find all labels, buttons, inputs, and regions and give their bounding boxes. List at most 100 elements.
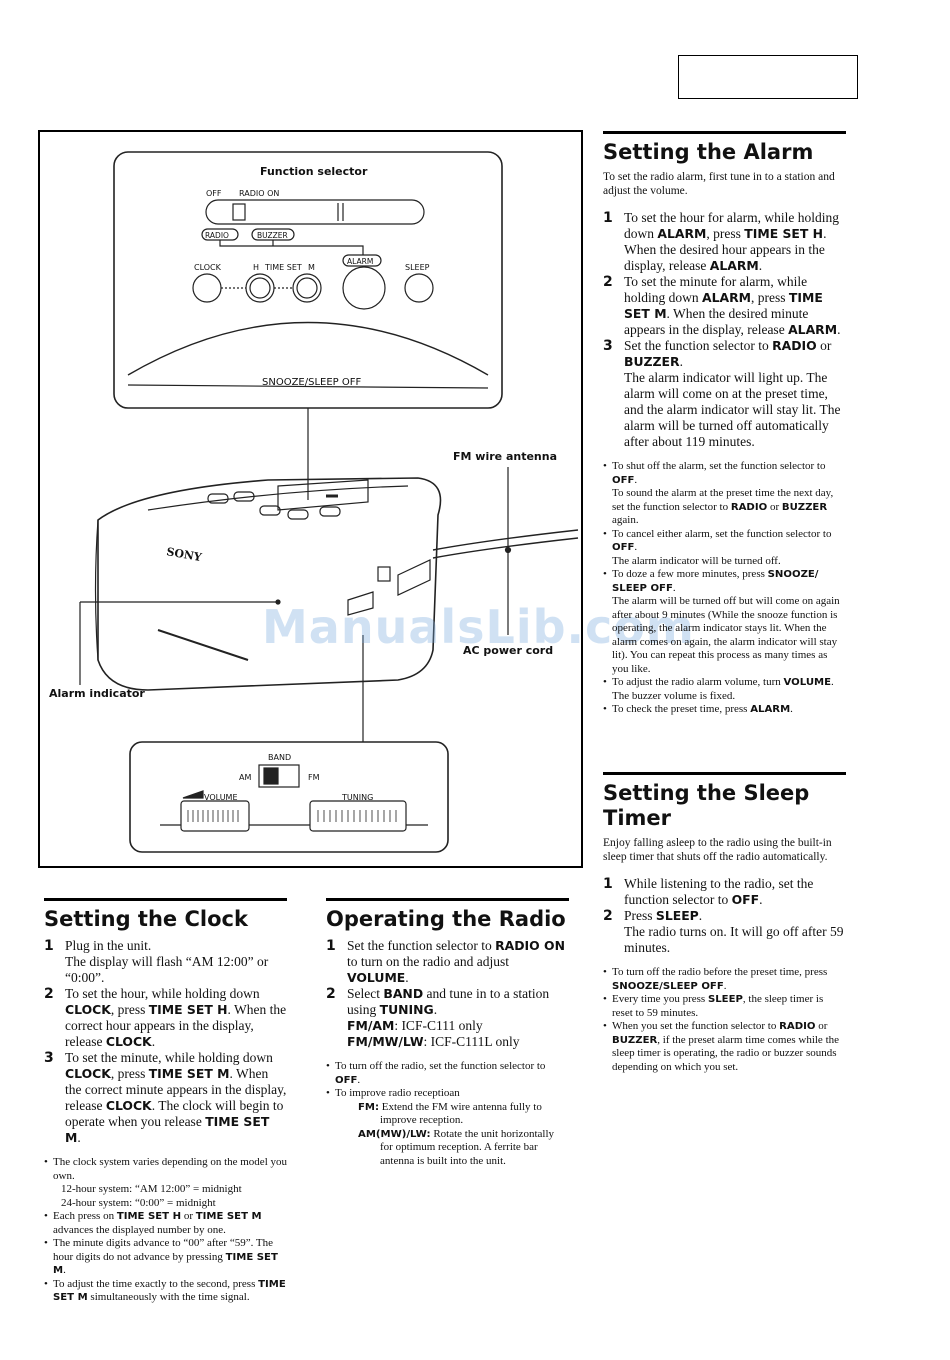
note-item: To turn off the radio, set the function … (326, 1060, 569, 1087)
section-rule (603, 131, 846, 134)
text-run: . (831, 676, 834, 688)
note-item: To turn off the radio before the preset … (603, 966, 846, 993)
bold-term: TIME SET H (148, 1002, 228, 1017)
radio-label: RADIO (205, 231, 229, 240)
bold-term: OFF (612, 542, 635, 553)
note-item: Every time you press SLEEP, the sleep ti… (603, 993, 846, 1020)
bold-term: CLOCK (105, 1034, 152, 1049)
text-run: . (63, 1264, 66, 1276)
text-run: To improve radio receptioan (335, 1087, 460, 1099)
text-run: Select (347, 986, 384, 1001)
clock-notes: The clock system varies depending on the… (44, 1156, 287, 1305)
text-run: to turn on the radio and adjust (347, 954, 509, 969)
alarm-title: Setting the Alarm (603, 140, 814, 164)
text-run: To doze a few more minutes, press (612, 568, 768, 580)
text-run: . When the correct minute appears in the… (65, 1066, 287, 1113)
radio-on-label: RADIO ON (239, 189, 279, 198)
text-run: The alarm indicator will be turned off. (612, 554, 781, 567)
bold-term: TIME SET H (744, 226, 824, 241)
text-run: . (723, 979, 727, 992)
text-run: or (815, 1020, 828, 1032)
text-run: Rotate the unit horizontally for optimum… (380, 1127, 554, 1167)
clock-title: Setting the Clock (44, 907, 248, 931)
text-run: or (767, 500, 782, 513)
text-run: To set the minute, while holding down (65, 1050, 273, 1065)
tuning-label: TUNING (341, 793, 373, 802)
text-run: , if the preset alarm time comes while t… (612, 1033, 840, 1073)
bold-term: AM(MW)/LW: (358, 1128, 431, 1140)
text-run: To set the hour, while holding down (65, 986, 260, 1001)
note-detail: The alarm will be turned off but will co… (612, 595, 846, 676)
note-detail: 24-hour system: “0:00” = midnight (53, 1197, 287, 1211)
step-continuation: The display will flash “AM 12:00” or “0:… (65, 954, 269, 985)
radio-title: Operating the Radio (326, 907, 566, 931)
note-item: To adjust the time exactly to the second… (44, 1278, 287, 1305)
text-run: , press (110, 1066, 149, 1081)
bold-term: BAND (383, 986, 424, 1001)
text-run: . When the desired minute appears in the… (624, 306, 809, 337)
step-number: 3 (44, 1050, 54, 1066)
text-run: . (672, 581, 676, 594)
note-detail: The buzzer volume is fixed. (612, 690, 846, 704)
bold-term: BUZZER (624, 354, 680, 369)
note-item: To check the preset time, press ALARM. (603, 703, 846, 717)
h-label: H (253, 263, 259, 272)
text-run: . (698, 908, 703, 923)
text-run: Extend the FM wire antenna fully to impr… (379, 1100, 542, 1127)
text-run: . (405, 970, 409, 985)
bold-term: BUZZER (781, 501, 828, 513)
section-rule (326, 898, 569, 901)
text-run: 24-hour system: “0:00” = midnight (61, 1196, 216, 1209)
text-run: To cancel either alarm, set the function… (612, 527, 832, 540)
text-run: While listening to the radio, set the fu… (624, 876, 814, 907)
bold-term: RADIO (730, 501, 768, 513)
off-label: OFF (206, 189, 222, 198)
text-run: . (151, 1034, 156, 1049)
text-run: . (357, 1073, 361, 1086)
m-label: M (308, 263, 315, 272)
text-run: Set the function selector to (624, 338, 773, 353)
note-detail: AM(MW)/LW: Rotate the unit horizontally … (335, 1128, 569, 1169)
clock-radio-diagram: Function selector OFF RADIO ON RADIO BUZ… (49, 151, 579, 853)
section-rule (603, 772, 846, 775)
bold-term: SNOOZE/SLEEP OFF (612, 980, 724, 992)
sleep-intro: Enjoy falling asleep to the radio using … (603, 837, 832, 863)
text-run: Plug in the unit. (65, 938, 152, 953)
text-run: When you set the function selector to (612, 1020, 780, 1032)
text-run: : ICF-C111 only (394, 1018, 483, 1033)
text-run: , press (110, 1002, 149, 1017)
alarm-button-label: ALARM (347, 257, 373, 266)
snooze-sleep-off-label: SNOOZE/SLEEP OFF (262, 377, 361, 388)
sleep-section: Setting the Sleep Timer Enjoy falling as… (603, 772, 846, 1074)
sleep-button-label: SLEEP (405, 263, 430, 272)
step-number: 1 (603, 210, 613, 226)
note-item: To shut off the alarm, set the function … (603, 460, 846, 528)
text-run: Set the function selector to (347, 938, 496, 953)
text-run: or (181, 1210, 196, 1222)
text-run: . (679, 354, 683, 369)
bold-term: TIME SET H (116, 1211, 182, 1222)
text-run: simultaneously with the time signal. (87, 1291, 250, 1303)
text-run: and tune in to a station using (347, 986, 550, 1017)
note-detail: 12-hour system: “AM 12:00” = midnight (53, 1183, 287, 1197)
text-run: . (634, 541, 638, 553)
step-number: 1 (603, 876, 613, 892)
text-run: . (758, 258, 763, 273)
section-rule (44, 898, 287, 901)
bold-term: SLEEP (655, 908, 699, 923)
header-box (678, 55, 858, 99)
volume-label: VOLUME (204, 793, 238, 802)
band-label: BAND (268, 753, 291, 762)
text-run: The clock system varies depending on the… (53, 1156, 287, 1182)
bold-term: BUZZER (612, 1034, 658, 1046)
bold-term: OFF (612, 474, 635, 486)
note-item: When you set the function selector to RA… (603, 1020, 846, 1074)
